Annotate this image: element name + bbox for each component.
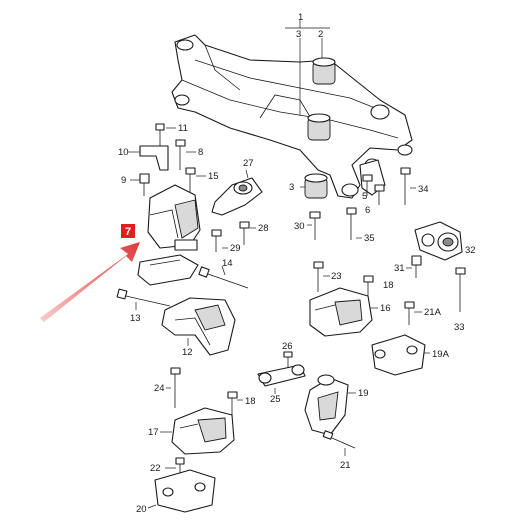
callout-10: 10 <box>118 147 129 158</box>
callout-19: 19 <box>358 388 369 399</box>
callout-30: 30 <box>294 221 305 232</box>
bolt-24 <box>166 367 181 408</box>
bolt-30 <box>307 211 321 240</box>
bolt-29 <box>211 229 228 252</box>
highlight-arrow <box>40 242 140 322</box>
callout-21a: 21A <box>424 307 442 318</box>
bolt-14 <box>198 265 249 289</box>
bolt-13 <box>116 288 171 310</box>
callout-32: 32 <box>465 245 476 256</box>
bolt-33 <box>455 267 466 312</box>
callout-26: 26 <box>282 341 293 352</box>
callout-8: 8 <box>198 147 203 158</box>
plate-lower-left <box>137 254 199 286</box>
callout-11: 11 <box>178 123 188 134</box>
callout-23: 23 <box>331 271 342 282</box>
bushing-3-upper <box>299 38 331 141</box>
subframe <box>171 34 413 199</box>
bracket-10 <box>128 145 169 171</box>
callout-5: 5 <box>362 191 367 202</box>
bushing-32 <box>414 221 463 261</box>
pendulum-support-27 <box>211 169 263 216</box>
callout-31: 31 <box>394 263 405 274</box>
callout-21: 21 <box>340 460 351 471</box>
callout-29: 29 <box>230 243 241 254</box>
mount-17 <box>160 407 235 455</box>
callout-19a: 19A <box>432 349 450 360</box>
callout-3-upper: 3 <box>296 29 301 40</box>
callout-18-lower: 18 <box>245 396 256 407</box>
bolt-8 <box>175 139 196 170</box>
bolt-28 <box>239 221 256 245</box>
callout-35: 35 <box>364 233 375 244</box>
callout-7: 7 <box>125 226 131 238</box>
callout-34: 34 <box>418 184 429 195</box>
bolt-21 <box>322 430 356 456</box>
callout-6: 6 <box>365 205 370 216</box>
callout-18-upper: 18 <box>383 280 394 291</box>
bolt-23 <box>313 261 330 292</box>
callout-13: 13 <box>130 313 141 324</box>
callout-14: 14 <box>222 258 233 269</box>
highlight-label-7: 7 <box>121 224 135 238</box>
bracket-20 <box>147 469 216 513</box>
callout-2: 2 <box>318 29 323 40</box>
callout-1: 1 <box>298 12 303 23</box>
bolt-11 <box>155 123 176 146</box>
bolt-18-upper <box>363 275 374 296</box>
bolt-34 <box>400 167 416 205</box>
bolt-35 <box>346 207 362 240</box>
mount-12 <box>161 297 236 356</box>
callout-labels: 1 3 2 11 10 8 9 15 27 3 30 28 29 14 13 1… <box>118 12 476 515</box>
nut-9 <box>130 173 150 196</box>
callout-16: 16 <box>380 303 391 314</box>
bolt-26 <box>283 351 293 368</box>
nut-31 <box>406 255 422 278</box>
bushing-3-lower <box>300 173 328 199</box>
bolt-5 <box>362 174 373 196</box>
callout-9: 9 <box>121 175 126 186</box>
callout-17: 17 <box>148 427 159 438</box>
bolt-15 <box>185 167 206 192</box>
bushing-2 <box>312 38 336 85</box>
callout-12: 12 <box>182 347 193 358</box>
callout-33: 33 <box>454 322 465 333</box>
callout-25: 25 <box>270 394 281 405</box>
bolt-18-lower <box>227 391 243 416</box>
callout-15: 15 <box>208 171 219 182</box>
callout-3-lower: 3 <box>289 182 294 193</box>
mount-19 <box>304 374 356 436</box>
callout-20: 20 <box>136 504 147 515</box>
callout-27: 27 <box>243 158 254 169</box>
link-25 <box>257 364 306 394</box>
mount-7 <box>147 184 201 251</box>
callout-22: 22 <box>150 463 161 474</box>
mount-16 <box>309 287 378 337</box>
bolt-21a <box>404 301 422 325</box>
callout-24: 24 <box>154 383 165 394</box>
bolt-6 <box>374 184 385 205</box>
bracket-19a <box>371 334 430 376</box>
callout-28: 28 <box>258 223 269 234</box>
